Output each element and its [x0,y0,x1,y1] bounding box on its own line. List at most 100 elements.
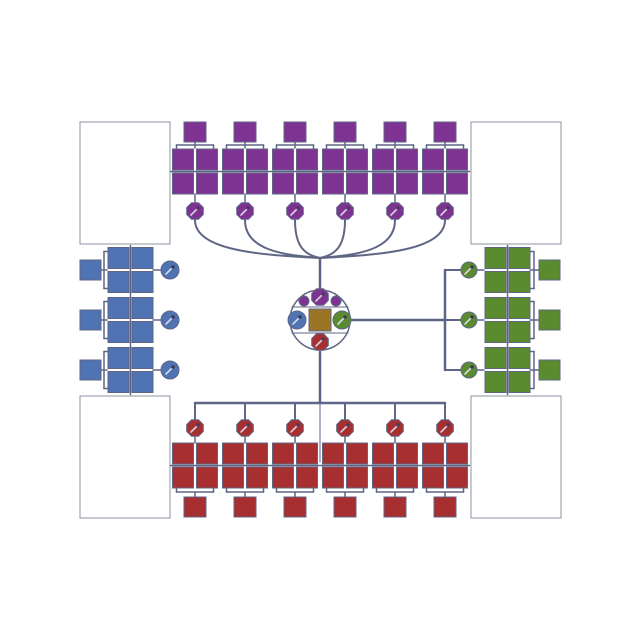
wrench-icon [464,367,472,375]
top-octagon-node [336,202,354,220]
block-cell [107,371,130,393]
top-unit-3 [269,121,321,220]
empty-frame-1 [79,121,171,245]
block-cell [222,442,244,465]
block-cell [322,148,344,171]
top-terminal-square [383,121,407,143]
wrench-icon [165,317,173,325]
block-cell [346,442,368,465]
block-cell [246,172,268,195]
right-quad-block [484,294,535,346]
top-unit-2 [219,121,271,220]
block-cell [222,172,244,195]
block-cell [272,172,294,195]
bottom-octagon-node [236,419,254,437]
top-quad-block [369,144,421,195]
wrench-icon [240,208,248,216]
block-cell [131,371,154,393]
block-cell [372,148,394,171]
top-terminal-square [333,121,357,143]
block-cell [396,442,418,465]
top-terminal-square [183,121,207,143]
left-unit-3 [79,344,180,396]
bottom-quad-block [169,442,221,493]
bottom-terminal-square [233,496,257,518]
bottom-octagon-node [336,419,354,437]
wrench-head-icon [171,315,175,319]
block-cell [422,442,444,465]
right-quad-block [484,344,535,396]
block-cell [196,466,218,489]
wrench-head-icon [296,206,300,210]
wrench-head-icon [246,206,250,210]
right-circle-node [460,311,478,329]
right-terminal-square [538,259,561,281]
wrench-icon [464,317,472,325]
wrench-icon [240,425,248,433]
block-cell [372,466,394,489]
hub-top-right-dot [330,295,342,307]
bottom-unit-6 [419,419,471,518]
central-hub [287,288,352,351]
block-cell [196,172,218,195]
right-terminal-square [538,359,561,381]
block-cell [107,247,130,269]
wrench-head-icon [470,365,474,369]
wrench-head-icon [171,265,175,269]
block-cell [484,321,507,343]
block-cell [296,172,318,195]
wrench-head-icon [470,315,474,319]
block-cell [484,247,507,269]
top-unit-1 [169,121,221,220]
block-cell [422,466,444,489]
top-quad-block [219,144,271,195]
block-cell [508,347,531,369]
hub-right-node [332,310,352,330]
bottom-terminal-square [183,496,207,518]
block-cell [508,247,531,269]
right-circle-node [460,361,478,379]
left-circle-node [160,310,180,330]
left-circle-node [160,360,180,380]
block-cell [396,172,418,195]
block-cell [296,148,318,171]
top-fan-wire-6 [319,219,446,259]
block-cell [107,347,130,369]
empty-frames [79,121,562,519]
right-unit-3 [460,344,561,396]
top-fan-wire-2 [244,219,321,259]
block-cell [508,321,531,343]
block-cell [346,172,368,195]
block-cell [172,148,194,171]
top-quad-block [269,144,321,195]
wrench-head-icon [321,337,325,341]
wrench-head-icon [346,423,350,427]
top-terminal-square [433,121,457,143]
bottom-octagon-node [186,419,204,437]
device-units [79,121,561,518]
block-cell [396,148,418,171]
left-terminal-square [79,359,102,381]
wrench-icon [290,208,298,216]
bottom-terminal-square [433,496,457,518]
top-octagon-node [436,202,454,220]
hub-top-octagon [311,288,329,306]
bottom-unit-3 [269,419,321,518]
block-cell [246,442,268,465]
block-cell [446,148,468,171]
block-cell [131,297,154,319]
block-cell [131,347,154,369]
wrench-head-icon [396,423,400,427]
block-cell [322,442,344,465]
block-cell [222,148,244,171]
block-cell [372,442,394,465]
connection-wires [193,219,462,463]
block-cell [296,466,318,489]
wrench-head-icon [196,206,200,210]
block-cell [172,466,194,489]
block-cell [484,347,507,369]
block-cell [107,297,130,319]
block-cell [396,466,418,489]
block-cell [246,466,268,489]
